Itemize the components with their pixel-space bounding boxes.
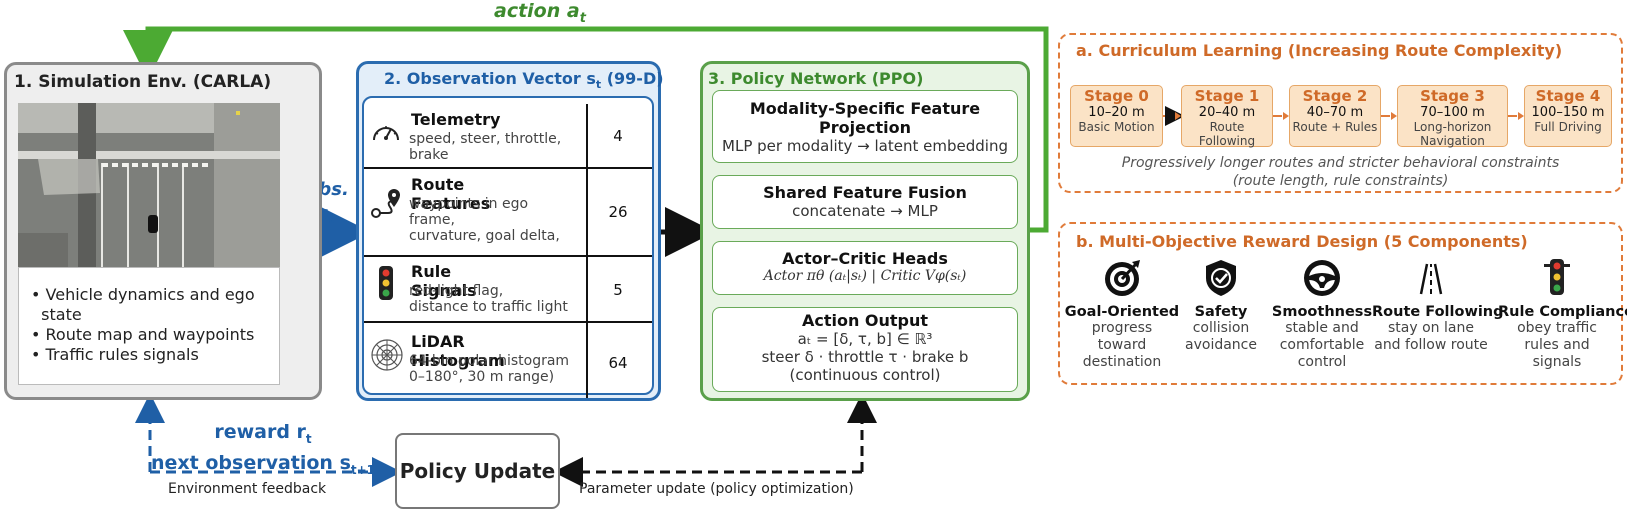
curriculum-caption: Progressively longer routes and stricter… — [1121, 155, 1560, 189]
feature-title: Telemetry — [411, 110, 501, 129]
policy-title: 3. Policy Network (PPO) — [708, 69, 924, 88]
feature-desc: speed, steer, throttle,brake — [409, 131, 562, 163]
action-arrow — [123, 26, 1049, 233]
feature-count: 64 — [608, 354, 628, 372]
feature-count: 4 — [613, 127, 623, 145]
environment-feedback-label: Environment feedback — [168, 481, 327, 497]
policy-block-projection: Modality-Specific Feature Projection MLP… — [712, 90, 1018, 163]
speedometer-icon — [373, 126, 399, 141]
stage-4: Stage 4 100–150 m Full Driving — [1524, 85, 1612, 147]
observation-title: 2. Observation Vector st (99-D) — [384, 69, 664, 92]
reward-route-following: Route Following stay on lane and follow … — [1372, 258, 1504, 354]
carla-scene-image — [18, 103, 280, 267]
reward-title: b. Multi-Objective Reward Design (5 Comp… — [1076, 232, 1528, 251]
simulation-features: • Vehicle dynamics and ego state • Route… — [18, 267, 280, 385]
stage-2: Stage 2 40–70 m Route + Rules — [1289, 85, 1381, 147]
reward-goal-oriented: Goal-Oriented progress toward destinatio… — [1063, 258, 1181, 371]
policy-block-actor-critic: Actor–Critic Heads Actor πθ (aₜ|sₜ) | Cr… — [712, 241, 1018, 295]
observation-table — [362, 96, 654, 395]
curriculum-title: a. Curriculum Learning (Increasing Route… — [1076, 41, 1563, 60]
lane-icon — [1419, 263, 1443, 295]
reward-rule-compliance: Rule Compliance obey traffic rules and s… — [1498, 258, 1627, 371]
feature-title: LiDAR Histogram — [411, 332, 505, 370]
target-icon — [1105, 260, 1140, 296]
feedback-label: reward rt next observation st+1 — [150, 421, 376, 477]
feature-count: 26 — [608, 203, 628, 221]
reward-safety: Safety collision avoidance — [1162, 258, 1280, 354]
shield-icon — [1206, 260, 1236, 296]
sim-bullet: • Traffic rules signals — [31, 345, 199, 364]
policy-block-action-output: Action Output aₜ = [δ, τ, b] ∈ ℝ³ steer … — [712, 307, 1018, 392]
reward-panel — [1058, 222, 1623, 385]
feature-title: Route Features — [411, 175, 491, 213]
stage-0: Stage 0 10–20 m Basic Motion — [1070, 85, 1163, 147]
route-icon — [371, 189, 400, 218]
feature-desc: red-light flag,distance to traffic light — [409, 283, 568, 315]
action-label: action at — [494, 0, 586, 26]
policy-block-fusion: Shared Feature Fusion concatenate → MLP — [712, 175, 1018, 229]
traffic-light-icon — [1544, 259, 1570, 295]
policy-update-box: Policy Update — [395, 433, 560, 509]
reward-smoothness: Smoothness stable and comfortable contro… — [1263, 258, 1381, 371]
stage-3: Stage 3 70–100 m Long-horizon Navigation — [1397, 85, 1508, 148]
carla-topdown-view — [18, 103, 280, 267]
traffic-light-icon — [379, 266, 393, 300]
parameter-update-label: Parameter update (policy optimization) — [579, 481, 854, 497]
steering-wheel-icon — [1304, 260, 1340, 296]
feature-title: Rule Signals — [411, 262, 477, 300]
feature-count: 5 — [613, 281, 623, 299]
curriculum-panel — [1058, 33, 1623, 193]
stage-1: Stage 1 20–40 m Route Following — [1181, 85, 1273, 148]
sim-bullet: • Vehicle dynamics and ego — [31, 285, 255, 304]
sim-bullet: • Route map and waypoints — [31, 325, 255, 344]
lidar-icon — [371, 339, 403, 371]
sim-bullet: state — [31, 305, 82, 324]
simulation-title: 1. Simulation Env. (CARLA) — [14, 72, 272, 92]
